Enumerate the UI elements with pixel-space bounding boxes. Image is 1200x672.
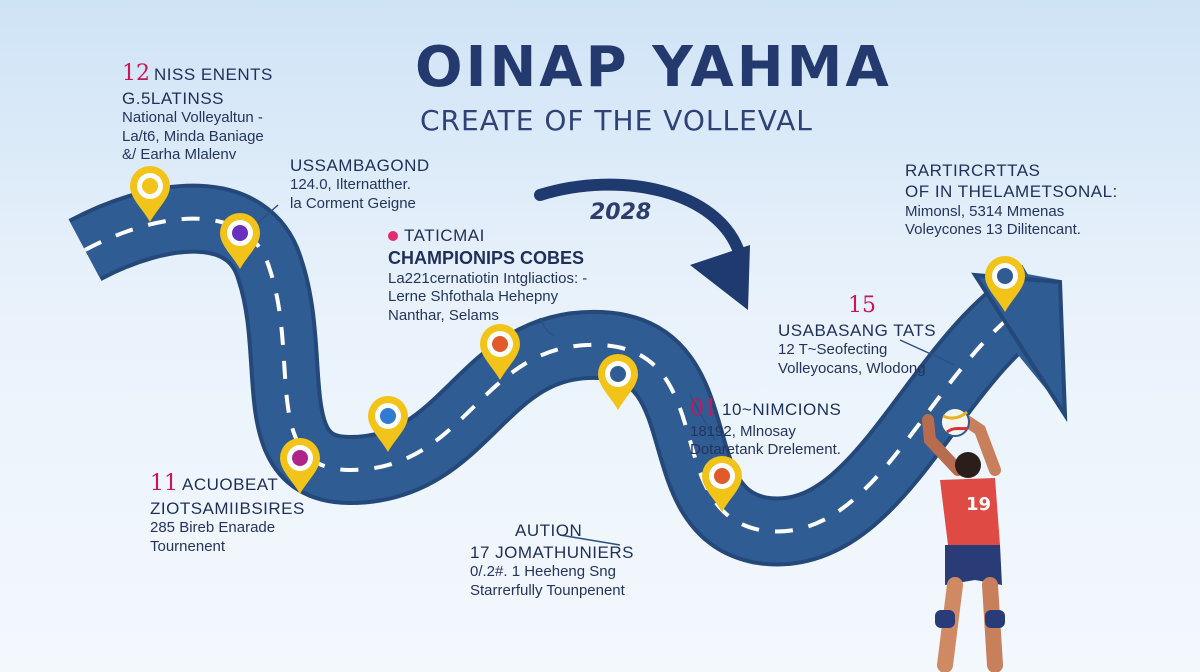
map-pin-emblem [610, 366, 626, 382]
milestone-line: ZIOTSAMIIBSIRES [150, 498, 305, 518]
milestone-2: USSAMBAGOND 124.0, Ilternatther. la Corm… [290, 155, 430, 214]
milestone-4: RARTIRCRTTAS OF IN THELAMETSONAL: Mimons… [905, 160, 1118, 240]
tag-dot [388, 231, 398, 241]
milestone-line: 17 JOMATHUNIERS [470, 543, 634, 562]
year-label: 2028 [590, 200, 652, 225]
milestone-heading: NISS ENENTS [154, 65, 273, 84]
milestone-line: La221cernatiotin Intgliactios: - [388, 269, 588, 287]
milestone-line: 18192, Mlnosay [690, 422, 796, 440]
milestone-line: Dotaretank Drelement. [690, 441, 841, 459]
page-subtitle: CREATE OF THE VOLLEVAL [420, 104, 813, 137]
milestone-line: Lerne Shfothala Hehepny [388, 288, 559, 306]
milestone-number: 11 [150, 471, 178, 496]
map-pin-emblem [997, 268, 1013, 284]
milestone-heading: USSAMBAGOND [290, 156, 430, 175]
milestone-line: 285 Bireb Enarade [150, 518, 276, 536]
milestone-line: Mimonsl, 5314 Mmenas [905, 202, 1065, 220]
milestone-line: la Corment Geigne [290, 195, 416, 212]
map-pin-emblem [492, 336, 508, 352]
road [68, 183, 1068, 567]
milestone-line: 124.0, Ilternatther. [290, 176, 411, 194]
map-pin-emblem [714, 468, 730, 484]
milestone-heading: ACUOBEAT [182, 475, 279, 494]
player-number: 19 [966, 494, 991, 515]
milestone-5: 15 USABASANG TATS 12 T~Seofecting Volley… [778, 292, 936, 378]
milestone-number: 01 [690, 396, 718, 421]
milestone-number: 15 [848, 293, 876, 318]
milestone-3: TATICMAI CHAMPIONIPS COBES La221cernatio… [388, 225, 587, 326]
page-title: OINAP YAHMA [415, 35, 892, 100]
milestone-line: La/t6, Minda Baniage [122, 127, 264, 145]
milestone-line: National Volleyaltun - [122, 108, 263, 126]
leader-lines [249, 204, 956, 546]
milestone-number: 12 [122, 61, 150, 86]
milestone-line: &/ Earha Mlalenv [122, 146, 237, 164]
map-pin-emblem [380, 408, 396, 424]
milestone-line: CHAMPIONIPS COBES [388, 248, 585, 268]
milestone-line: Nanthar, Selams [388, 307, 499, 324]
milestone-line: Starrerfully Tounpenent [470, 582, 625, 599]
map-pin-emblem [142, 178, 158, 194]
map-pin-emblem [292, 450, 308, 466]
milestone-heading: USABASANG TATS [778, 320, 937, 340]
milestone-line: 12 T~Seofecting [778, 340, 888, 358]
milestone-line: G.5LATINSS [122, 88, 224, 108]
milestone-heading: TATICMAI [404, 226, 485, 245]
map-pin-emblem [232, 225, 248, 241]
milestone-line: Volleyocans, Wlodong [778, 359, 926, 377]
milestone-heading: RARTIRCRTTAS [905, 161, 1041, 180]
volleyball-icon [940, 407, 970, 437]
year-arrow [534, 178, 750, 310]
milestone-heading: AUTION [515, 521, 583, 540]
map-pins [130, 166, 1025, 512]
milestone-8: AUTION 17 JOMATHUNIERS 0/.2#. 1 Heeheng … [470, 520, 634, 601]
milestone-line: Voleycones 13 Dilitencant. [905, 221, 1081, 239]
milestone-line: 0/.2#. 1 Heeheng Sng [470, 563, 616, 581]
milestone-line: Tournenent [150, 537, 226, 555]
milestone-line: OF IN THELAMETSONAL: [905, 182, 1118, 202]
milestone-heading: 10~NIMCIONS [722, 400, 842, 419]
volleyball-player: 19 [922, 414, 1005, 672]
